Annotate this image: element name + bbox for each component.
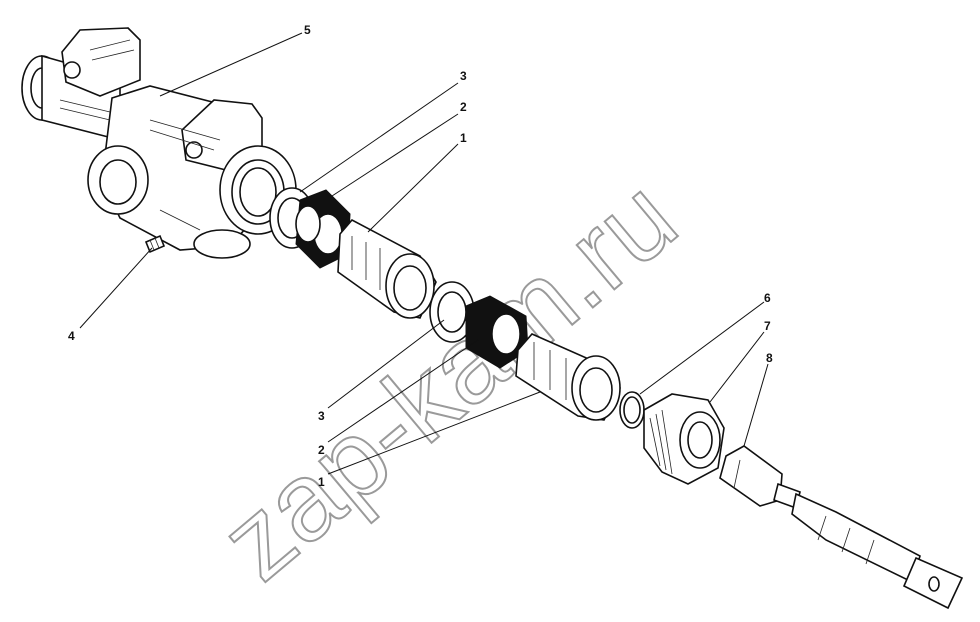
callout-4: 4 (68, 329, 75, 343)
part-2-valve-lower (465, 295, 529, 369)
part-6-ring (619, 391, 645, 429)
callout-7: 7 (764, 319, 771, 333)
part-2-valve-upper (295, 189, 351, 269)
callout-6: 6 (764, 291, 771, 305)
part-8-rod (719, 445, 964, 610)
part-5-valve-body (21, 27, 297, 259)
callout-3-upper: 3 (460, 69, 467, 83)
part-7-nut (643, 393, 725, 485)
part-4-plug (144, 234, 166, 254)
callout-labels: 5 3 2 1 4 6 7 8 3 2 1 (68, 23, 773, 489)
callout-2-upper: 2 (460, 100, 467, 114)
part-1-sleeve-upper (337, 218, 437, 319)
callout-3-lower: 3 (318, 409, 325, 423)
part-3-gasket-lower (429, 281, 475, 343)
callout-5: 5 (304, 23, 311, 37)
callout-1-upper: 1 (460, 131, 467, 145)
callout-2-lower: 2 (318, 443, 325, 457)
part-1-sleeve-lower (515, 333, 621, 421)
callout-1-lower: 1 (318, 475, 325, 489)
callout-8: 8 (766, 351, 773, 365)
leader-lines (79, 32, 769, 475)
